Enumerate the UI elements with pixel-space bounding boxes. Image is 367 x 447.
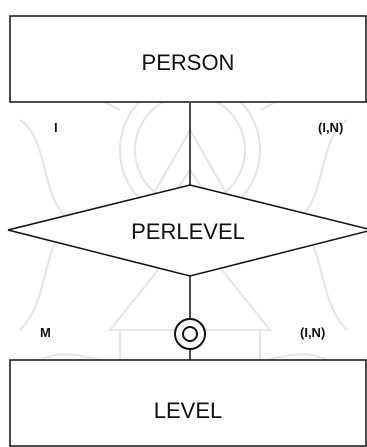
entity-level-label: LEVEL — [154, 398, 223, 423]
cardinality-bottom-left: M — [40, 325, 51, 340]
relationship-perlevel-diamond — [7, 184, 367, 277]
entity-person-box — [9, 15, 367, 103]
participation-circle-icon — [174, 318, 206, 350]
relationship-perlevel-label: PERLEVEL — [131, 219, 245, 244]
entity-level-box — [9, 359, 367, 447]
entity-person-label: PERSON — [142, 50, 235, 75]
cardinality-top-right: (I,N) — [318, 120, 343, 135]
cardinality-bottom-right: (I,N) — [300, 325, 325, 340]
cardinality-top-left: I — [54, 120, 58, 135]
